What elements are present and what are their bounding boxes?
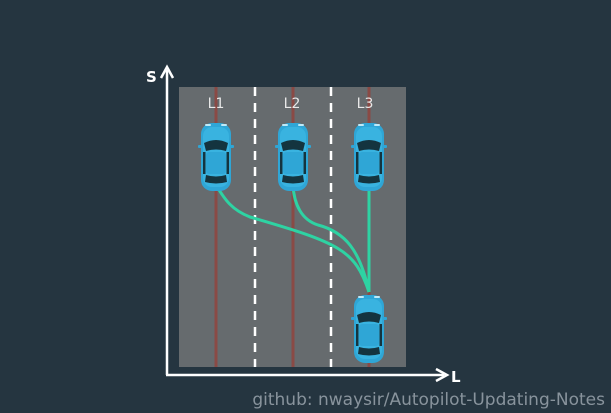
car-top-view-icon xyxy=(351,123,387,191)
lane-label-l1: L1 xyxy=(207,96,225,112)
car-top-view-icon xyxy=(275,123,311,191)
path-to-l1 xyxy=(214,184,371,293)
s-axis-label: S xyxy=(146,68,157,86)
l-axis-label: L xyxy=(451,368,461,386)
s-axis-arrow-icon xyxy=(159,64,175,79)
l-axis-arrow-icon xyxy=(435,367,450,383)
car-top-view-icon xyxy=(351,295,387,363)
path-to-l2 xyxy=(291,184,371,293)
lane-label-l3: L3 xyxy=(356,96,374,112)
lane-label-l2: L2 xyxy=(283,96,301,112)
car-top-view-icon xyxy=(198,123,234,191)
watermark-text: github: nwaysir/Autopilot-Updating-Notes xyxy=(252,390,605,410)
coordinate-axes xyxy=(159,64,450,383)
